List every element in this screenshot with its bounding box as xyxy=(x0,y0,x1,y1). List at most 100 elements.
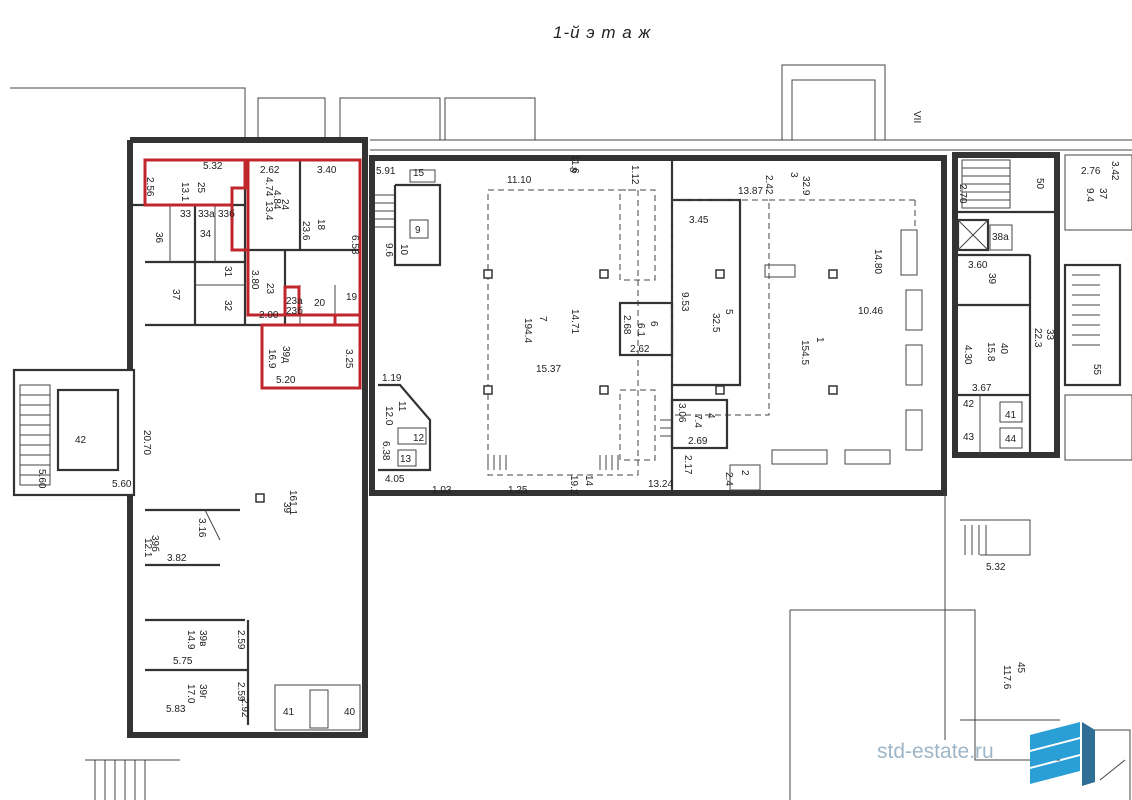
room-label: 9.6 xyxy=(383,243,394,257)
room-label: 1.12 xyxy=(629,165,640,185)
room-label: 39г xyxy=(197,684,208,699)
central-hall-walls xyxy=(369,64,960,496)
room-label: 2.69 xyxy=(688,436,708,447)
room-label: 19 xyxy=(346,292,358,303)
room-label: 4.74 xyxy=(263,177,274,197)
room-label: 36 xyxy=(153,232,164,244)
room-label: 2.70 xyxy=(957,184,968,204)
room-label: 37 xyxy=(170,289,181,301)
room-label: 33 xyxy=(1044,329,1055,341)
room-label: 5.32 xyxy=(986,562,1006,573)
room-label: 17.0 xyxy=(185,684,196,704)
room-label: 2.62 xyxy=(260,165,280,176)
room-label: 3.16 xyxy=(196,518,207,538)
room-label: 39б xyxy=(149,535,161,552)
room-label: 154.5 xyxy=(799,340,810,365)
room-label: 44 xyxy=(1005,434,1017,445)
room-label: 43 xyxy=(963,432,975,443)
room-label: 38а xyxy=(992,232,1009,243)
room-label: 6.53 xyxy=(349,235,360,255)
room-label: 13.4 xyxy=(263,201,274,221)
room-label: 6 xyxy=(648,321,659,327)
room-label: 5.60 xyxy=(36,469,47,489)
room-label: 2.62 xyxy=(630,344,650,355)
room-label: 2.56 xyxy=(144,177,155,197)
room-label: 4 xyxy=(705,413,716,419)
room-label: 5 xyxy=(723,309,734,315)
room-label: 2.17 xyxy=(682,455,693,475)
room-label: 41 xyxy=(283,707,295,718)
room-label: 10.46 xyxy=(858,306,883,317)
room-label: 6.38 xyxy=(380,441,391,461)
room-label: 6.1 xyxy=(635,323,646,337)
watermark-text: std-estate.ru xyxy=(877,740,994,763)
room-label: 39д xyxy=(280,346,291,363)
room-label: 23.6 xyxy=(300,221,311,241)
room-label: 32 xyxy=(222,300,233,312)
room-label: 1.25 xyxy=(508,485,528,496)
room-label: 9.4 xyxy=(1084,188,1095,202)
room-label: 15 xyxy=(413,168,425,179)
room-label: 194.4 xyxy=(522,318,533,343)
room-label: 16.9 xyxy=(266,349,277,369)
room-label: 15.8 xyxy=(985,342,996,362)
room-label: 32.5 xyxy=(710,313,721,333)
room-label: 2.59 xyxy=(235,630,246,650)
room-label: 31 xyxy=(222,266,233,278)
room-label: 50 xyxy=(1034,178,1045,190)
room-label: 11 xyxy=(396,401,407,412)
room-label: 25 xyxy=(195,182,206,194)
room-label: 2.4 xyxy=(723,472,734,486)
room-label: 34 xyxy=(200,229,212,240)
room-label: 1.03 xyxy=(432,485,452,496)
room-label: 20 xyxy=(314,298,326,309)
room-label: 42 xyxy=(963,399,975,410)
room-label: 55 xyxy=(1091,364,1102,376)
room-label: 12 xyxy=(413,433,425,444)
right-wing-walls xyxy=(789,139,1132,800)
room-label: 33 xyxy=(180,209,192,220)
room-label: 9 xyxy=(415,225,421,236)
room-label: 3.80 xyxy=(249,270,260,290)
room-label: 117.6 xyxy=(1001,665,1012,690)
room-label: 39 xyxy=(986,273,997,285)
floor-title: 1-й э т а ж xyxy=(553,23,651,42)
room-label: 14.80 xyxy=(872,249,883,274)
room-label: 2.42 xyxy=(763,175,774,195)
room-label: 23 xyxy=(264,283,275,295)
room-label: 12.0 xyxy=(383,406,394,426)
room-labels: 5.32 2.56 25 13.1 2.62 3.40 4.74 4.84 24… xyxy=(36,111,1120,718)
room-label: 11.6 xyxy=(569,155,580,174)
room-label: 2.92 xyxy=(239,698,250,718)
room-label: 2.59 xyxy=(235,682,246,702)
room-label: 13 xyxy=(400,454,412,465)
room-label: 8 xyxy=(567,167,578,173)
room-label: 12.1 xyxy=(142,538,153,558)
room-label: 7 xyxy=(537,316,548,322)
room-label: 23б xyxy=(286,305,303,317)
room-label: 20.70 xyxy=(141,430,152,455)
room-label: 40 xyxy=(344,707,356,718)
room-label: 5.60 xyxy=(112,479,132,490)
room-label: 3.06 xyxy=(676,403,687,423)
room-label: 5.75 xyxy=(173,656,193,667)
room-label: 32.9 xyxy=(800,176,811,196)
room-label: 23а xyxy=(286,296,303,307)
room-label: 2.68 xyxy=(621,315,632,335)
room-label: 5.83 xyxy=(166,704,186,715)
room-label: 3.67 xyxy=(972,383,992,394)
room-label: 37 xyxy=(1097,188,1108,200)
room-label: 24 xyxy=(279,199,290,211)
room-label: 13.24 xyxy=(648,479,673,490)
room-label: 5.32 xyxy=(203,161,223,172)
building-logo-icon xyxy=(1030,722,1095,786)
room-label: 15.37 xyxy=(536,364,561,375)
room-label: 3.40 xyxy=(317,165,337,176)
room-label: 14.71 xyxy=(569,309,580,334)
room-label: 39 xyxy=(281,502,292,514)
room-label: 14 xyxy=(583,475,594,487)
room-label: 22.3 xyxy=(1032,328,1043,348)
room-label: 13.1 xyxy=(179,182,190,202)
room-label: 13.87 xyxy=(738,186,763,197)
